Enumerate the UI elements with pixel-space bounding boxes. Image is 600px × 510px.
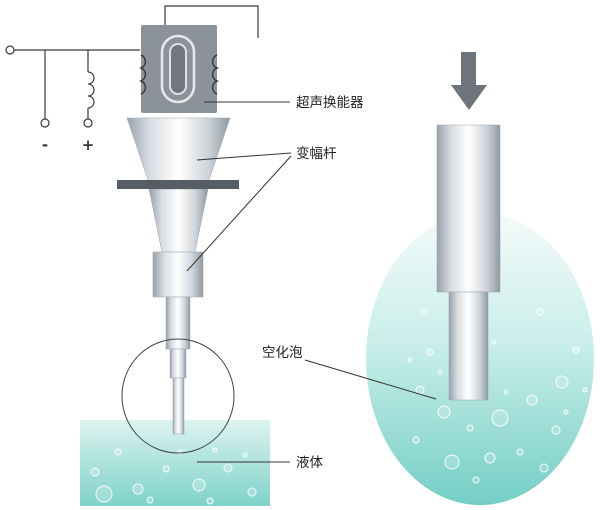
inductor-coil-icon <box>87 71 95 109</box>
transducer <box>138 25 220 113</box>
leader-horn-upper <box>196 152 292 161</box>
bubble <box>146 496 154 504</box>
positive-terminal <box>83 118 93 128</box>
bubble <box>444 454 460 470</box>
horn-lower-cone <box>148 188 209 253</box>
bubble <box>162 465 170 473</box>
bubble <box>503 389 509 395</box>
bubble <box>437 405 451 419</box>
bubble <box>132 483 144 495</box>
bubble <box>407 357 413 363</box>
probe-rod-lower <box>169 348 187 379</box>
bubble <box>415 385 425 395</box>
bubble <box>516 448 524 456</box>
winding-right-icon <box>211 54 220 95</box>
bubble <box>95 485 113 503</box>
transducer-slot <box>160 34 196 104</box>
bubble <box>114 448 122 456</box>
bubble <box>212 447 218 453</box>
bubble <box>247 487 257 497</box>
negative-terminal <box>40 118 50 128</box>
bubble <box>90 467 100 477</box>
leader-lines <box>186 101 437 463</box>
probe-tip <box>172 377 185 435</box>
minus-label: - <box>42 136 48 154</box>
input-terminal <box>5 45 15 55</box>
bubble <box>555 375 569 389</box>
bubble <box>466 424 474 432</box>
bubble <box>572 346 580 354</box>
bubble <box>206 497 214 505</box>
bubble <box>484 452 496 464</box>
bubble <box>491 409 509 427</box>
horn-label: 变幅杆 <box>296 146 337 162</box>
down-arrow-icon <box>451 52 487 110</box>
winding-left-icon <box>138 54 147 95</box>
bubble <box>526 394 538 406</box>
mounting-flange <box>117 180 239 189</box>
transducer-slot-core <box>169 43 187 95</box>
leader-horn-lower <box>186 155 292 272</box>
bubble <box>421 309 427 315</box>
leader-cavitation <box>304 359 437 400</box>
bubble <box>223 463 233 473</box>
cavitation-zoom-view <box>366 52 594 505</box>
liquid-label: 液体 <box>296 455 323 471</box>
bubble <box>437 369 443 375</box>
bubble <box>582 387 588 393</box>
cavitation-bubbles <box>407 308 588 484</box>
probe-rod-upper <box>165 296 191 350</box>
drive-circuit <box>5 5 259 128</box>
bubble <box>426 348 434 356</box>
horn-upper-cone <box>126 117 231 187</box>
horn-assembly <box>126 117 231 379</box>
probe-cylinder-zoom <box>436 124 501 293</box>
liquid-tank <box>80 420 270 506</box>
down-arrow-head <box>451 85 487 110</box>
tank-bubbles <box>90 447 257 505</box>
bubble <box>412 436 420 444</box>
plus-label: + <box>82 136 95 154</box>
cavitation-label: 空化泡 <box>262 345 303 361</box>
bubble <box>491 339 497 345</box>
bubble <box>536 308 544 316</box>
probe-rod-zoom <box>448 291 489 401</box>
down-arrow-shaft <box>461 52 476 85</box>
focus-circle <box>121 338 235 454</box>
bubble <box>242 452 248 458</box>
circuit-wire-top <box>164 5 259 38</box>
bubble <box>563 409 569 415</box>
bubble <box>551 425 561 435</box>
bubble <box>539 463 549 473</box>
bubble <box>192 478 206 492</box>
bubble <box>472 476 480 484</box>
transducer-label: 超声换能器 <box>296 95 364 111</box>
horn-cylinder <box>152 251 204 298</box>
